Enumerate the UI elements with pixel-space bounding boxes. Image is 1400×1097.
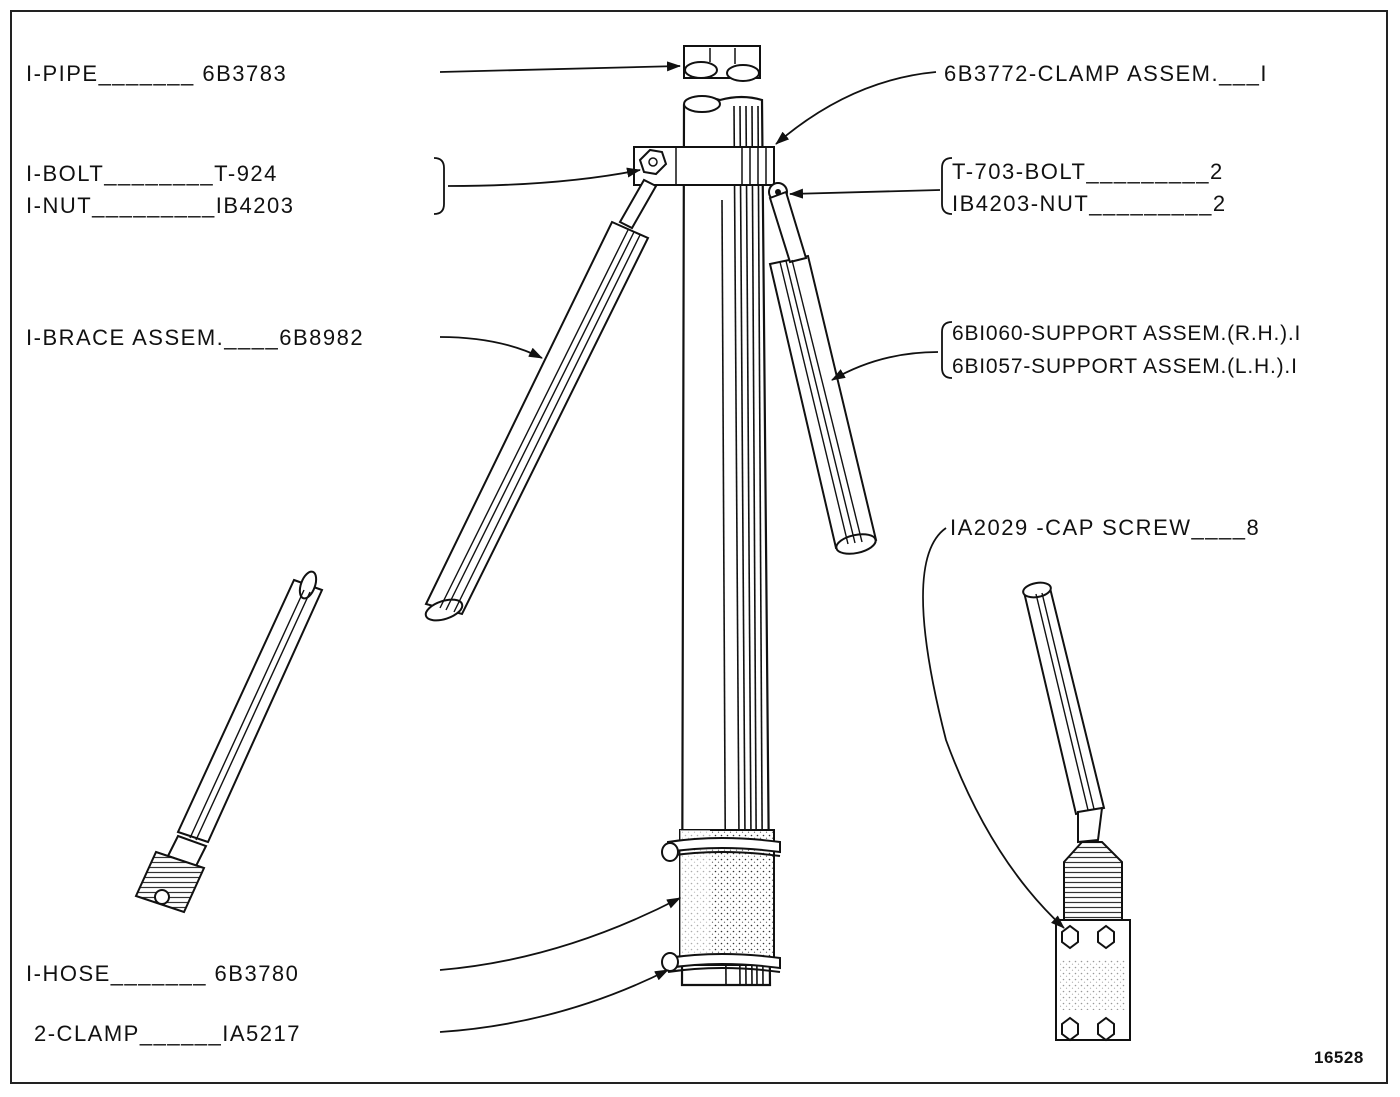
leader-brace — [439, 336, 543, 359]
hose — [661, 829, 781, 973]
label-clamp: 2-CLAMP______IA5217 — [34, 1021, 301, 1046]
label-nut-right: IB4203-NUT_________2 — [952, 191, 1227, 216]
leader-cap-screw — [922, 527, 1065, 929]
label-brackets — [433, 157, 953, 379]
brace-left-attached — [424, 178, 658, 622]
leader-hose — [439, 897, 681, 971]
loose-support-left — [134, 570, 324, 914]
label-clamp-assem: 6B3772-CLAMP ASSEM.___I — [944, 61, 1268, 86]
figure-number: 16528 — [1314, 1048, 1364, 1067]
leader-clamp-assem — [775, 71, 937, 145]
label-pipe: I-PIPE_______ 6B3783 — [26, 61, 288, 86]
leader-support — [831, 351, 939, 381]
support-right-attached — [768, 190, 878, 555]
label-nut-left: I-NUT_________IB4203 — [26, 193, 295, 218]
pipe-stub-top — [683, 45, 761, 82]
label-support-lh: 6BI057-SUPPORT ASSEM.(L.H.).I — [952, 355, 1298, 378]
label-hose: I-HOSE_______ 6B3780 — [26, 961, 300, 986]
leader-pipe — [439, 61, 681, 73]
leader-bolt-right — [789, 188, 941, 199]
clamp-assembly — [633, 146, 788, 202]
label-bolt-left: I-BOLT________T-924 — [26, 161, 278, 186]
label-cap-screw: IA2029 -CAP SCREW____8 — [950, 515, 1261, 540]
label-support-rh: 6BI060-SUPPORT ASSEM.(R.H.).I — [952, 322, 1302, 345]
label-brace: I-BRACE ASSEM.____6B8982 — [26, 325, 365, 350]
leader-lines — [439, 61, 1065, 1033]
loose-support-right — [1022, 581, 1131, 1042]
label-bolt-right: T-703-BOLT_________2 — [952, 159, 1224, 184]
leader-clamp — [439, 969, 669, 1033]
leader-bolt-left — [447, 167, 641, 187]
